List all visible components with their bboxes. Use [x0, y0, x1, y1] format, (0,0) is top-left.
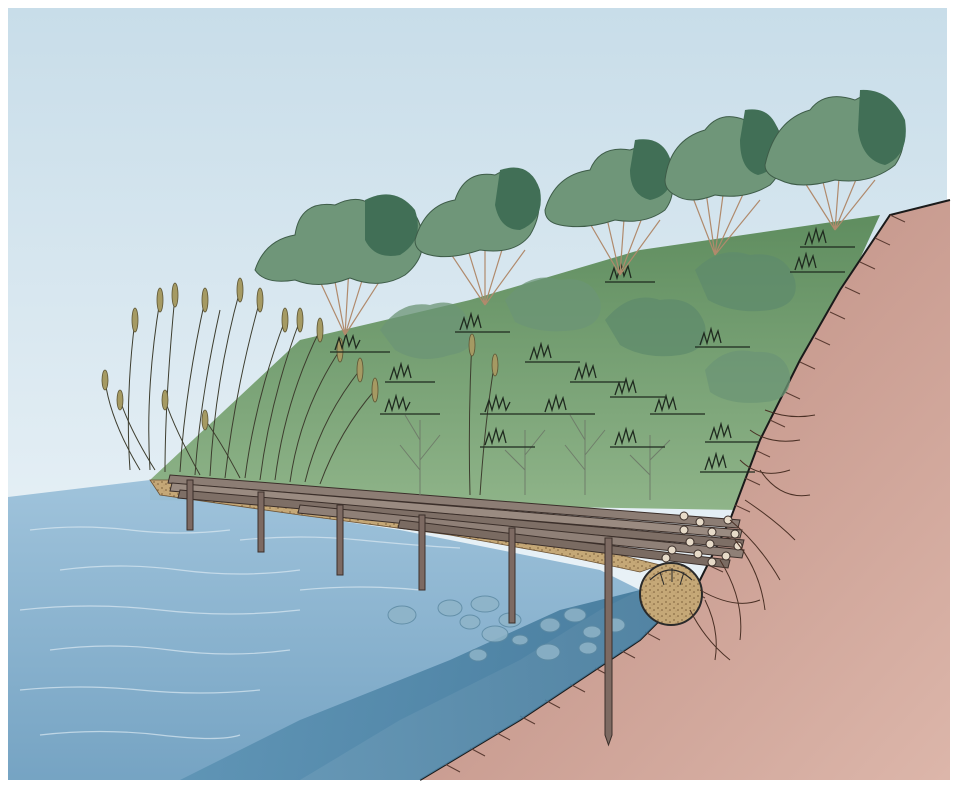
soil-bank-hatching: [444, 214, 906, 773]
tree-3: [544, 139, 673, 276]
coir-roll: [639, 562, 703, 626]
log-ends: [661, 511, 743, 567]
tree-5: [764, 89, 906, 231]
water-ripples: [19, 526, 461, 740]
vegetated-slope: [150, 215, 880, 510]
tree-2: [414, 167, 541, 306]
water-surface: [8, 480, 640, 780]
slope-shrubs: [399, 414, 671, 500]
soil-bank: [420, 200, 950, 780]
tree-1: [254, 194, 424, 336]
slope-tree-canopies: [380, 252, 796, 403]
log-fascine: [167, 474, 745, 569]
top-trees: [254, 89, 906, 336]
wooden-stakes: [186, 479, 613, 747]
root-network: [689, 409, 816, 661]
reed-cluster: [101, 277, 499, 496]
water-deep-channel: [180, 580, 700, 780]
grass-tufts: [330, 226, 855, 473]
